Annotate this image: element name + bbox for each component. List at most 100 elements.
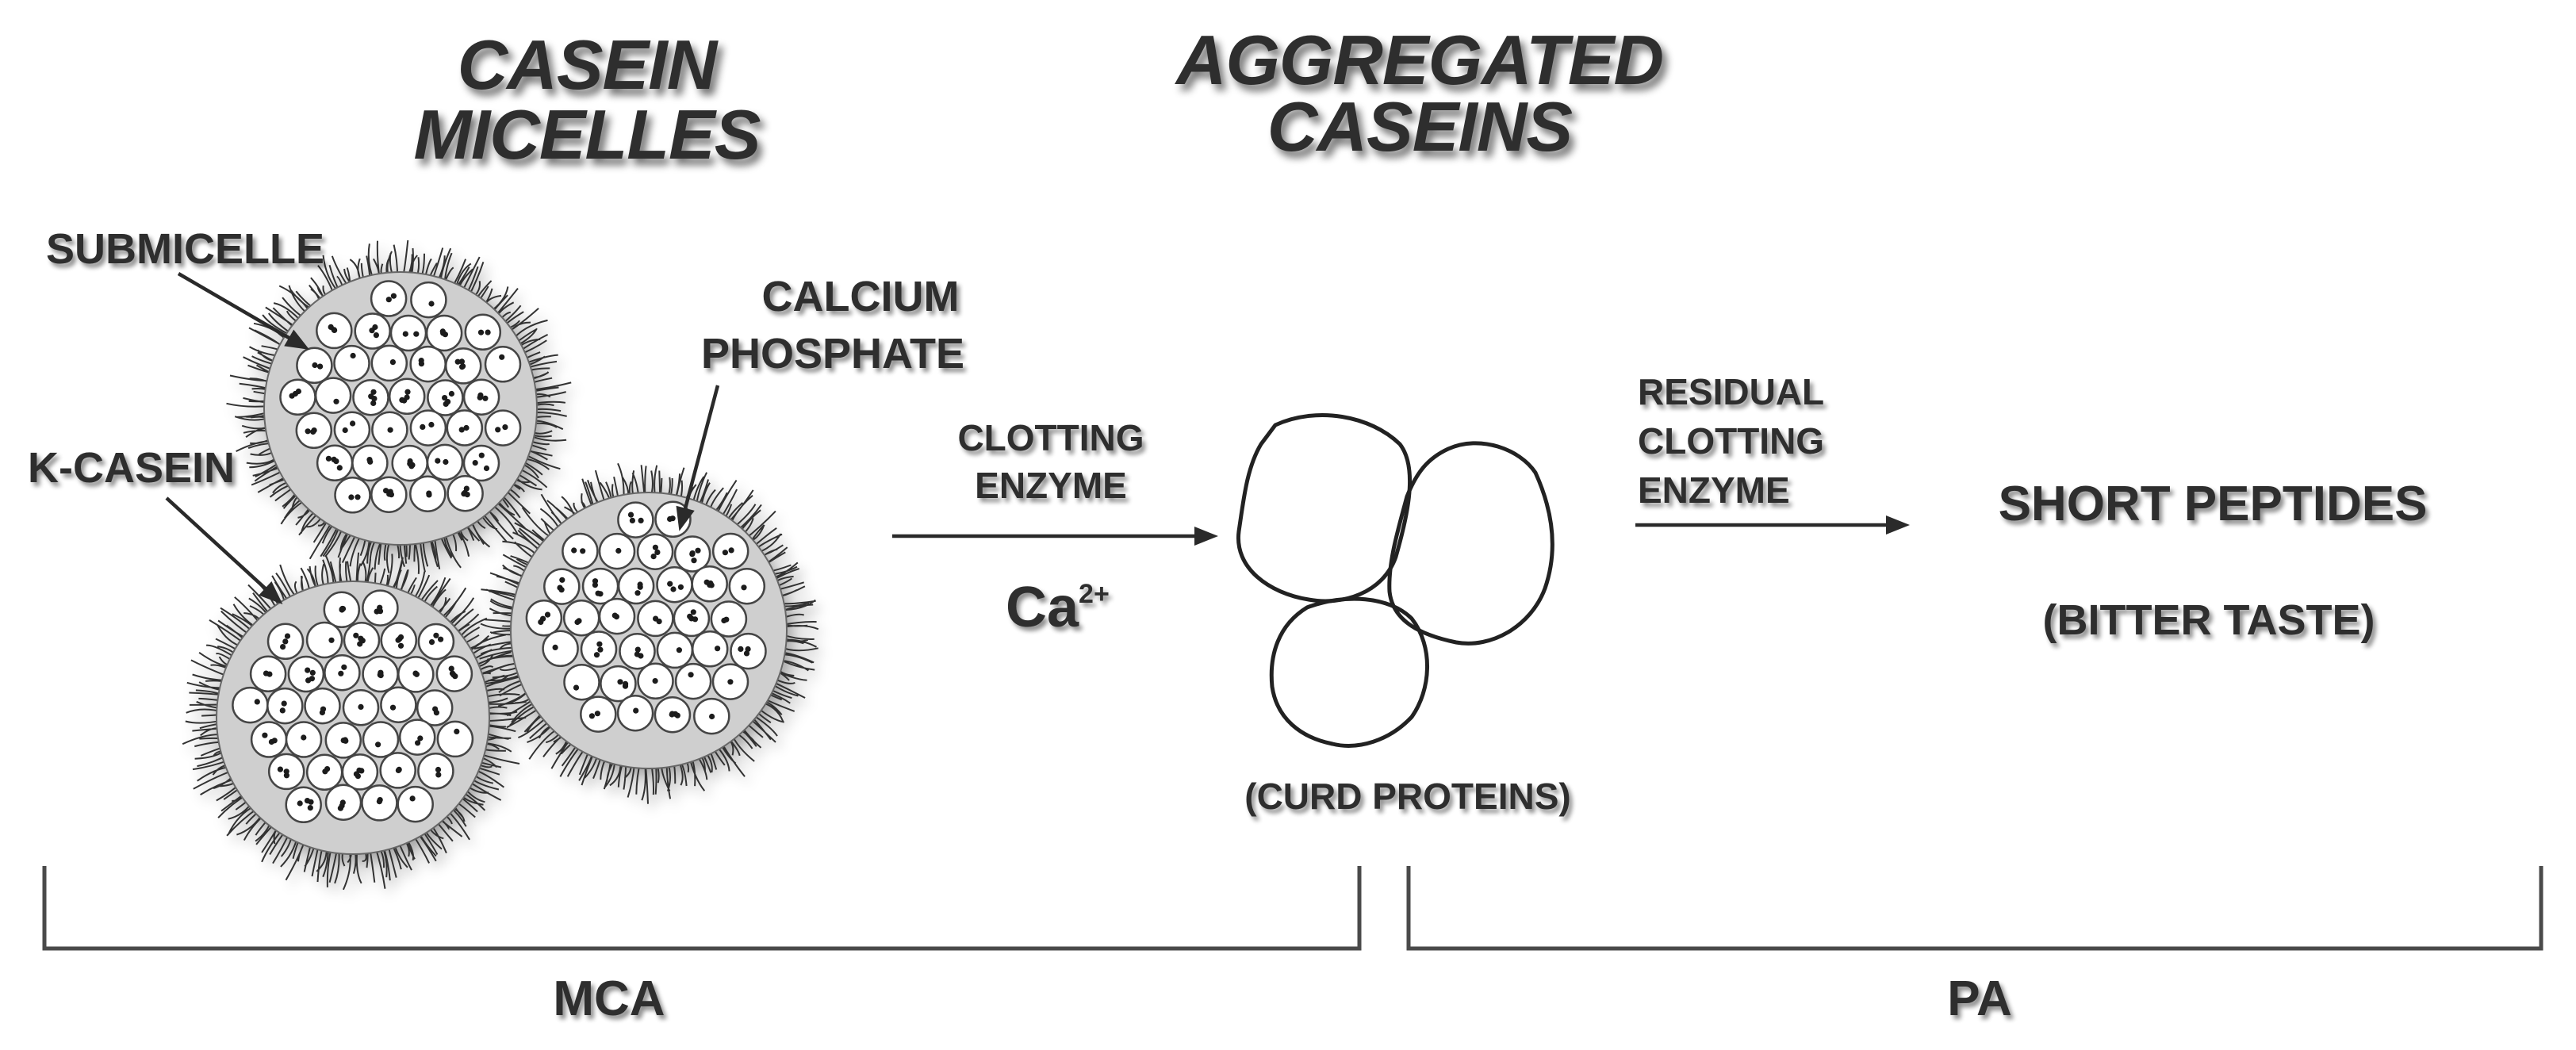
casein-micelles-heading-line2: MICELLES (414, 95, 761, 174)
calcium-phosphate-dot (325, 455, 332, 462)
calcium-phosphate-dot (495, 427, 501, 433)
calcium-phosphate-dot (304, 798, 311, 804)
calcium-phosphate-dot (353, 771, 359, 777)
calcium-phosphate-dot (339, 605, 346, 612)
calcium-phosphate-dot (322, 768, 328, 775)
calcium-phosphate-dot (650, 554, 657, 560)
calcium-ion-symbol: Ca (1006, 576, 1079, 639)
calcium-phosphate-dot (594, 711, 601, 717)
calcium-phosphate-dot (375, 742, 381, 748)
calcium-phosphate-dot (367, 458, 374, 465)
calcium-phosphate-dot (328, 637, 335, 643)
calcium-phosphate-arrow (676, 385, 720, 531)
calcium-phosphate-dot (420, 423, 426, 431)
calcium-phosphate-dot (377, 604, 383, 611)
calcium-phosphate-dot (417, 735, 424, 742)
calcium-phosphate-dot (333, 398, 339, 404)
calcium-phosphate-dot (280, 644, 286, 650)
calcium-phosphate-dot (478, 452, 485, 458)
calcium-phosphate-dot (407, 461, 413, 467)
calcium-phosphate-label-line2: PHOSPHATE (701, 330, 964, 377)
calcium-phosphate-dot (552, 644, 558, 651)
calcium-phosphate-dot (305, 667, 311, 673)
calcium-phosphate-dot (485, 329, 491, 335)
submicelle (397, 785, 434, 823)
calcium-phosphate-dot (652, 544, 659, 550)
calcium-phosphate-dot (371, 396, 378, 402)
calcium-phosphate-dot (433, 632, 439, 638)
calcium-phosphate-dot (634, 590, 641, 596)
calcium-phosphate-dot (617, 679, 623, 685)
calcium-phosphate-dot (741, 584, 747, 591)
submicelle (389, 314, 427, 352)
submicelle (410, 281, 447, 319)
submicelle-label: SUBMICELLE (46, 225, 324, 273)
calcium-phosphate-dot (338, 670, 344, 676)
calcium-phosphate-dot (372, 324, 378, 331)
calcium-phosphate-dot (340, 738, 347, 744)
calcium-phosphate-dot (279, 707, 286, 714)
calcium-phosphate-dot (559, 577, 565, 583)
calcium-phosphate-dot (477, 329, 485, 335)
submicelle (691, 630, 729, 668)
calcium-phosphate-dot (413, 671, 420, 677)
calcium-phosphate-dot (305, 428, 311, 435)
calcium-phosphate-dot (328, 324, 334, 330)
calcium-phosphate-dot (574, 619, 581, 626)
calcium-phosphate-dot (727, 679, 734, 685)
submicelle (563, 663, 600, 701)
aggregated-caseins-heading-line1: AGGREGATED (1175, 21, 1663, 99)
calcium-phosphate-dot (428, 301, 435, 307)
calcium-phosphate-dot (373, 332, 379, 339)
calcium-phosphate-dot (254, 699, 260, 705)
calcium-phosphate-dot (580, 548, 586, 554)
calcium-phosphate-dot (443, 458, 449, 466)
clotting-enzyme-label-line1: CLOTTING (957, 417, 1144, 458)
calcium-phosphate-dot (418, 361, 425, 367)
calcium-phosphate-dot (312, 362, 318, 369)
calcium-phosphate-dot (703, 579, 710, 585)
calcium-phosphate-dot (262, 732, 268, 738)
calcium-phosphate-dot (502, 424, 508, 431)
submicelle (617, 567, 655, 605)
calcium-phosphate-dot (722, 550, 729, 556)
submicelle (656, 565, 693, 604)
calcium-phosphate-dot (428, 421, 435, 428)
calcium-phosphate-dot (355, 494, 361, 500)
calcium-phosphate-dot (450, 672, 457, 678)
calcium-phosphate-dot (445, 399, 451, 405)
calcium-phosphate-dot (426, 492, 432, 498)
k-casein-label: K-CASEIN (28, 444, 235, 492)
calcium-phosphate-dot (463, 485, 470, 492)
calcium-phosphate-dot (676, 647, 683, 653)
calcium-phosphate-dot (743, 650, 750, 657)
curd-proteins-label: (CURD PROTEINS) (1244, 776, 1570, 817)
calcium-phosphate-dot (263, 670, 270, 676)
calcium-phosphate-dot (573, 684, 580, 691)
calcium-phosphate-dot (271, 738, 278, 744)
calcium-phosphate-dot (721, 617, 727, 624)
calcium-phosphate-dot (378, 671, 384, 677)
calcium-phosphate-dot (435, 772, 442, 778)
calcium-phosphate-dot (341, 664, 347, 670)
calcium-phosphate-dot (342, 427, 348, 434)
calcium-phosphate-dot (415, 740, 421, 746)
calcium-phosphate-dot (688, 672, 694, 678)
calcium-phosphate-dot (370, 400, 377, 406)
submicelle (409, 409, 447, 446)
calcium-phosphate-dot (653, 615, 659, 622)
calcium-phosphate-dot (690, 609, 696, 615)
mca-bracket (42, 866, 1362, 951)
calcium-phosphate-dot (317, 363, 324, 370)
calcium-phosphate-dot (370, 389, 377, 395)
calcium-phosphate-dot (472, 460, 478, 466)
submicelle (333, 344, 370, 382)
calcium-phosphate-dot (438, 636, 444, 642)
submicelle (484, 346, 522, 383)
submicelle (462, 444, 500, 482)
calcium-phosphate-dot (709, 713, 715, 720)
submicelle (314, 377, 352, 414)
calcium-phosphate-dot (435, 766, 442, 773)
calcium-phosphate-dot (669, 515, 676, 522)
calcium-phosphate-dot (463, 424, 470, 431)
